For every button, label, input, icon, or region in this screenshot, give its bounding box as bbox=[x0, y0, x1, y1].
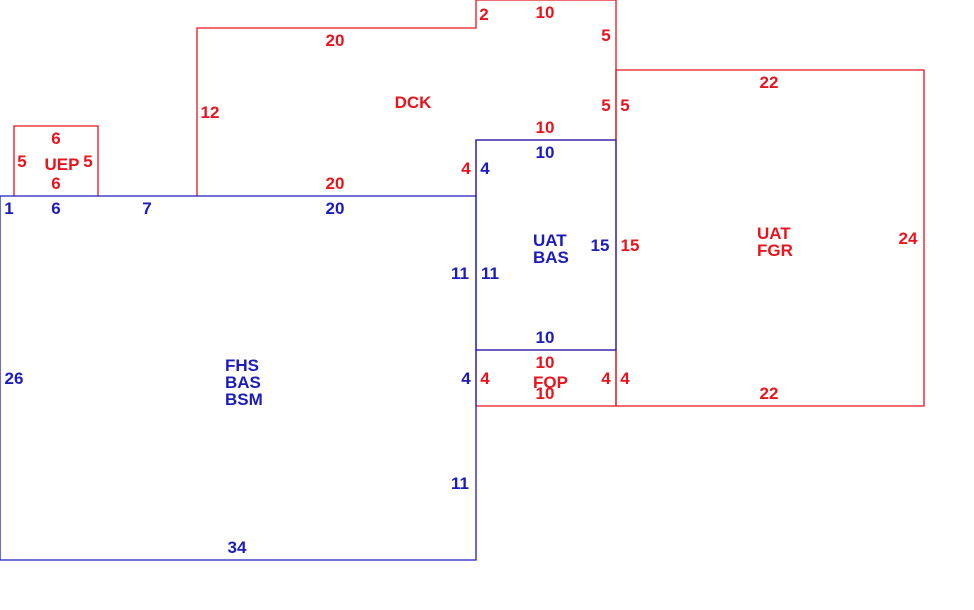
dim-fhs-left: 26 bbox=[5, 369, 24, 388]
dim-uep-top: 6 bbox=[51, 129, 60, 148]
uep-outline bbox=[13, 125, 99, 196]
dim-uat-bas-right: 15 bbox=[591, 236, 610, 255]
dim-uep-left: 5 bbox=[17, 152, 26, 171]
dim-fhs-top-uep: 6 bbox=[51, 199, 60, 218]
dim-fgr-left-lower: 4 bbox=[620, 369, 630, 388]
dim-fhs-right-upper: 11 bbox=[451, 264, 469, 283]
dim-dck-inner-top: 10 bbox=[536, 118, 555, 137]
room-label-uat-bas-line1: UAT bbox=[533, 231, 567, 250]
uat-bas-outline bbox=[475, 139, 617, 351]
dim-dck-right-lower: 5 bbox=[601, 96, 610, 115]
room-label-fhs-line2: BAS bbox=[225, 373, 261, 392]
dim-fhs-right-mid: 4 bbox=[461, 369, 471, 388]
dim-uat-bas-bottom: 10 bbox=[536, 328, 555, 347]
room-label-uep: UEP bbox=[45, 155, 80, 174]
dim-uat-bas-left: 11 bbox=[481, 264, 499, 283]
room-label-uat-bas-line2: BAS bbox=[533, 248, 569, 267]
dim-uep-right: 5 bbox=[83, 152, 92, 171]
dim-fgr-left: 15 bbox=[621, 236, 640, 255]
dim-fhs-top-dck: 20 bbox=[326, 199, 345, 218]
dim-fgr-left-upper: 5 bbox=[620, 96, 629, 115]
dim-fgr-right: 24 bbox=[899, 229, 918, 248]
dim-fhs-top-left: 1 bbox=[4, 199, 13, 218]
dim-uep-bottom: 6 bbox=[51, 174, 60, 193]
dim-uat-bas-top: 10 bbox=[536, 143, 555, 162]
room-label-dck: DCK bbox=[395, 93, 433, 112]
dim-fop-top: 10 bbox=[536, 353, 555, 372]
dim-dck-top-right: 10 bbox=[536, 3, 555, 22]
dim-fgr-bottom: 22 bbox=[760, 384, 779, 403]
dim-fhs-bottom: 34 bbox=[228, 538, 247, 557]
dim-dck-bottom: 20 bbox=[326, 174, 345, 193]
room-label-fhs-line3: BSM bbox=[225, 390, 263, 409]
dim-fop-right: 4 bbox=[601, 369, 611, 388]
room-label-uat-fgr-line2: FGR bbox=[757, 241, 793, 260]
dim-dck-left: 12 bbox=[201, 103, 220, 122]
room-label-uat-fgr-line1: UAT bbox=[757, 224, 791, 243]
room-label-fhs-line1: FHS bbox=[225, 356, 259, 375]
room-label-fop: FOP bbox=[533, 373, 568, 392]
dim-uat-bas-left-upper: 4 bbox=[480, 159, 490, 178]
dim-dck-notch: 2 bbox=[479, 5, 488, 24]
dim-dck-top-left: 20 bbox=[326, 31, 345, 50]
dim-fop-left: 4 bbox=[480, 369, 490, 388]
dim-fhs-top-gap: 7 bbox=[142, 199, 151, 218]
fhs-outline bbox=[0, 195, 477, 561]
dim-fhs-right-lower: 11 bbox=[451, 474, 469, 493]
dim-dck-right-upper: 5 bbox=[601, 26, 610, 45]
dim-fgr-top: 22 bbox=[760, 73, 779, 92]
dim-dck-inner-side: 4 bbox=[461, 159, 471, 178]
dim-fop-bottom: 10 bbox=[536, 384, 555, 403]
